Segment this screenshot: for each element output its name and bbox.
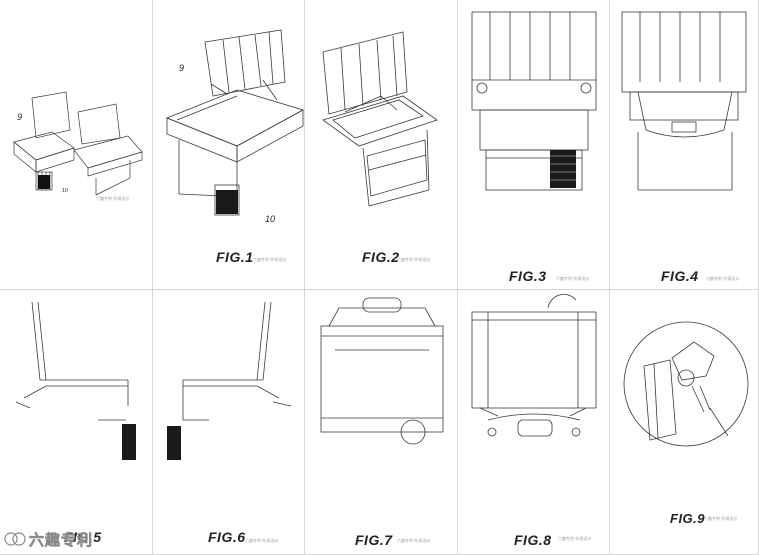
fig-1-ref-10: 10 [265, 214, 276, 224]
fig-9-watermark: 六趣专利·外观设计 [704, 516, 738, 521]
panel-fig-7: FIG.7 六趣专利·外观设计 [305, 290, 458, 555]
overview-ref-9: 9 [17, 112, 23, 122]
fig-8-drawing [471, 293, 597, 437]
logo-mark-icon [4, 532, 26, 546]
fig-6-drawing [167, 301, 292, 460]
fig-2-drawing [322, 31, 438, 207]
fig-2-watermark: 六趣专利·外观设计 [397, 257, 431, 262]
fig-4-watermark: 六趣专利·外观设计 [706, 276, 740, 281]
panel-fig-5: FIG.5 [0, 290, 153, 555]
panel-fig-8: FIG.8 六趣专利·外观设计 [458, 290, 610, 555]
fig-2-label: FIG.2 [362, 249, 400, 265]
fig-6-label: FIG.6 [208, 529, 246, 545]
panel-fig-3: FIG.3 六趣专利·外观设计 [458, 0, 610, 290]
fig-1-watermark: 六趣专利·外观设计 [253, 257, 287, 262]
fig-3-drawing [471, 11, 597, 191]
overview-watermark: 六趣专利·外观设计 [96, 196, 130, 201]
panel-overview: 9 10 六趣专利·外观设计 [0, 0, 153, 290]
panel-fig-1: 9 10 FIG.1 六趣专利·外观设计 [153, 0, 305, 290]
fig-4-label: FIG.4 [661, 268, 699, 284]
panel-fig-6: FIG.6 六趣专利·外观设计 [153, 290, 305, 555]
fig-9-drawing [623, 321, 749, 447]
logo-text: 六趣专利 [29, 531, 94, 549]
panel-fig-9: FIG.9 六趣专利·外观设计 [610, 290, 759, 555]
fig-1-ref-9: 9 [179, 63, 185, 73]
fig-3-watermark: 六趣专利·外观设计 [556, 276, 590, 281]
fig-1-drawing [165, 29, 304, 216]
fig-5-label: FIG.5 [64, 529, 102, 545]
site-logo: 六趣专利 [4, 527, 93, 551]
fig-3-label: FIG.3 [509, 268, 547, 284]
fig-7-drawing [320, 297, 444, 445]
fig-5-drawing [15, 301, 136, 460]
fig-7-watermark: 六趣专利·外观设计 [397, 538, 431, 543]
fig-6-watermark: 六趣专利·外观设计 [245, 538, 279, 543]
fig-9-label: FIG.9 [670, 511, 706, 526]
fig-8-watermark: 六趣专利·外观设计 [558, 536, 592, 541]
fig-8-label: FIG.8 [514, 532, 552, 548]
overview-drawing [13, 91, 143, 196]
fig-1-label: FIG.1 [216, 249, 254, 265]
fig-4-drawing [621, 11, 747, 191]
fig-7-label: FIG.7 [355, 532, 393, 548]
overview-ref-10: 10 [62, 188, 68, 194]
panel-fig-2: FIG.2 六趣专利·外观设计 [305, 0, 458, 290]
panel-fig-4: FIG.4 六趣专利·外观设计 [610, 0, 759, 290]
